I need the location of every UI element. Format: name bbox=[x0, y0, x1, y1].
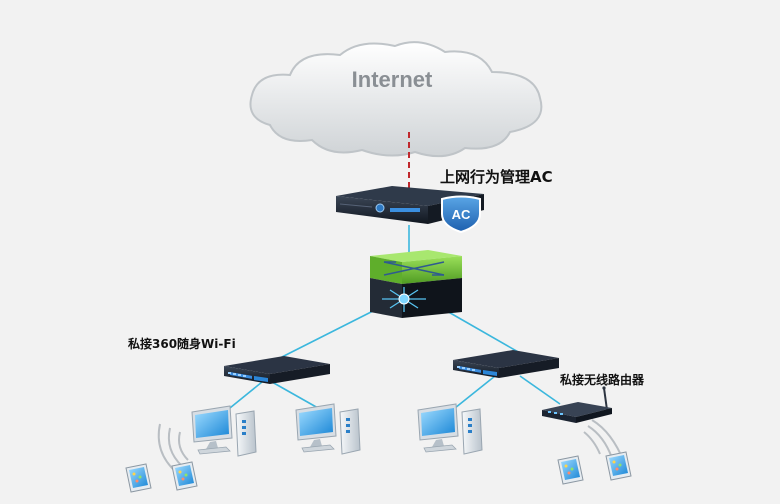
internet-label: Internet bbox=[352, 67, 433, 92]
lan-links bbox=[224, 225, 561, 413]
wireless-router-label: 私接无线路由器 bbox=[560, 373, 645, 387]
ac-badge-label: AC bbox=[452, 207, 471, 222]
access-switch-right bbox=[453, 350, 559, 378]
ac-shield-icon: AC bbox=[441, 195, 481, 234]
computer-3 bbox=[417, 403, 483, 455]
phone-1 bbox=[125, 463, 152, 493]
phone-3 bbox=[557, 455, 584, 485]
computer-2 bbox=[295, 403, 361, 455]
wireless-router bbox=[542, 386, 612, 423]
internet-cloud: Internet bbox=[249, 41, 543, 158]
phone-4 bbox=[605, 451, 632, 481]
computer-1 bbox=[191, 405, 257, 457]
ac-gateway-label: 上网行为管理AC bbox=[440, 168, 553, 186]
access-switch-left bbox=[224, 356, 330, 384]
phone-2 bbox=[171, 461, 198, 491]
switch-hub-icon bbox=[382, 287, 426, 312]
core-switch bbox=[370, 250, 462, 318]
wifi-dongle-label: 私接360随身Wi-Fi bbox=[128, 337, 236, 351]
